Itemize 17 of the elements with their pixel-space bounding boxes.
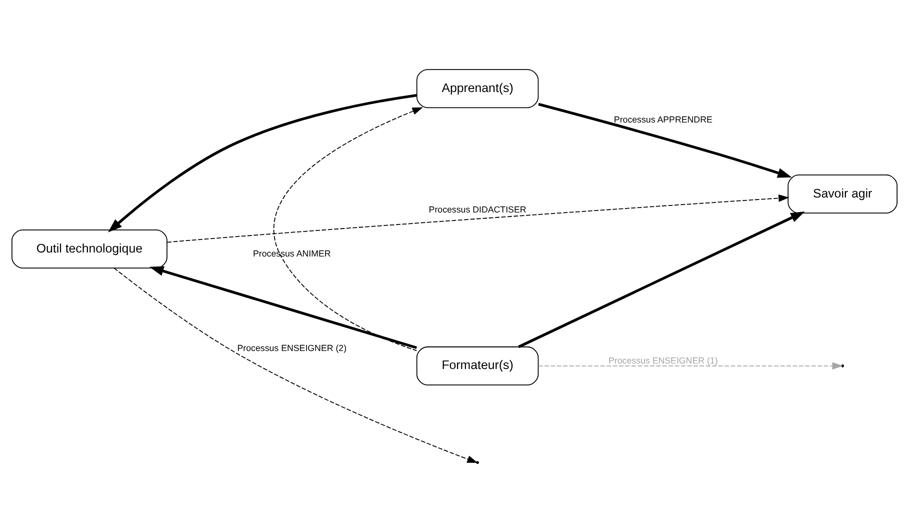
node-box: Formateur(s) bbox=[416, 346, 539, 385]
node-box: Apprenant(s) bbox=[416, 68, 539, 108]
arrow bbox=[518, 210, 805, 348]
arrow bbox=[538, 362, 843, 370]
arrow bbox=[166, 194, 790, 242]
edge-label: Processus ANIMER bbox=[253, 248, 331, 258]
edge-label: Processus DIDACTISER bbox=[428, 204, 526, 214]
node-box: Outil technologique bbox=[11, 228, 168, 268]
edge-label: Processus ENSEIGNER (2) bbox=[237, 342, 347, 352]
edge-label: Processus APPRENDRE bbox=[614, 114, 712, 124]
arrow bbox=[108, 93, 417, 232]
arrow bbox=[538, 102, 792, 178]
node-box: Savoir agir bbox=[788, 174, 898, 214]
arrow bbox=[273, 106, 423, 351]
edge-label: Processus ENSEIGNER (1) bbox=[608, 354, 718, 365]
arrow bbox=[114, 267, 478, 462]
arrow bbox=[149, 266, 417, 349]
